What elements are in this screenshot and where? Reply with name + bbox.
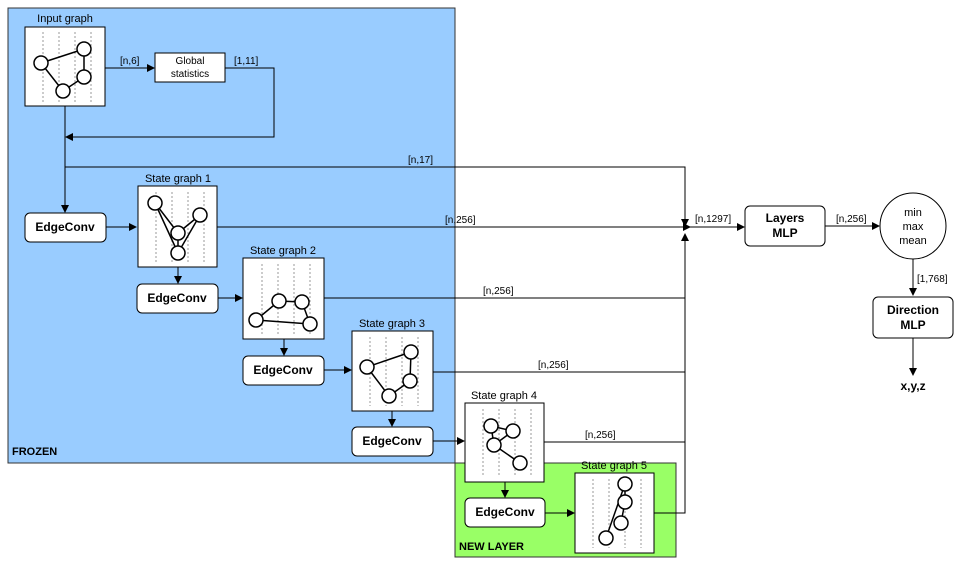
svg-text:EdgeConv: EdgeConv xyxy=(253,363,313,377)
edge-label-skip: [n,17] xyxy=(408,155,433,166)
edgeconv-4: EdgeConv xyxy=(351,426,434,457)
state-graph-3-title: State graph 3 xyxy=(359,318,425,330)
state-graph-1-title: State graph 1 xyxy=(145,173,211,185)
svg-text:Layers: Layers xyxy=(766,211,805,225)
state-graph-2-title: State graph 2 xyxy=(250,245,316,257)
pooling-node: min max mean xyxy=(879,192,947,260)
svg-text:EdgeConv: EdgeConv xyxy=(35,220,95,234)
state-graph-4-title: State graph 4 xyxy=(471,390,537,402)
svg-text:mean: mean xyxy=(899,235,927,247)
svg-text:EdgeConv: EdgeConv xyxy=(147,291,207,305)
svg-text:max: max xyxy=(903,221,924,233)
state-graph-2: State graph 2 xyxy=(242,245,325,340)
edge-label-mlp-out: [n,256] xyxy=(836,214,867,225)
state-graph-5-title: State graph 5 xyxy=(581,460,647,472)
svg-text:MLP: MLP xyxy=(772,226,797,240)
svg-text:min: min xyxy=(904,207,922,219)
global-statistics-node: Global statistics xyxy=(154,52,226,83)
frozen-label: FROZEN xyxy=(12,446,57,458)
output-label: x,y,z xyxy=(900,379,925,393)
state-graph-5: State graph 5 xyxy=(574,460,655,554)
input-graph-title: Input graph xyxy=(37,13,93,25)
state-graph-3: State graph 3 xyxy=(351,318,434,412)
edge-label-input-to-stats: [n,6] xyxy=(120,56,140,67)
edge-label-sg1: [n,256] xyxy=(445,215,476,226)
global-stats-label-2: statistics xyxy=(171,69,209,80)
edgeconv-2: EdgeConv xyxy=(136,283,219,314)
edge-label-pool-out: [1,768] xyxy=(917,274,948,285)
direction-mlp-node: Direction MLP xyxy=(872,296,954,339)
layers-mlp-node: Layers MLP xyxy=(744,205,826,247)
svg-text:EdgeConv: EdgeConv xyxy=(362,434,422,448)
state-graph-1: State graph 1 xyxy=(137,173,218,268)
new-layer-label: NEW LAYER xyxy=(459,541,524,553)
edgeconv-3: EdgeConv xyxy=(242,355,325,386)
svg-text:MLP: MLP xyxy=(900,318,925,332)
edgeconv-1: EdgeConv xyxy=(24,212,107,243)
input-graph-node: Input graph xyxy=(24,13,106,107)
edge-label-stats-out: [1,11] xyxy=(234,56,258,67)
global-stats-label-1: Global xyxy=(176,56,205,67)
state-graph-4: State graph 4 xyxy=(464,390,545,483)
svg-text:Direction: Direction xyxy=(887,303,939,317)
edge-label-sg3: [n,256] xyxy=(538,360,569,371)
edge-label-sg2: [n,256] xyxy=(483,286,514,297)
svg-text:EdgeConv: EdgeConv xyxy=(475,505,535,519)
edgeconv-5: EdgeConv xyxy=(464,497,546,528)
edge-label-sg4: [n,256] xyxy=(585,430,616,441)
edge-label-concat: [n,1297] xyxy=(695,214,731,225)
